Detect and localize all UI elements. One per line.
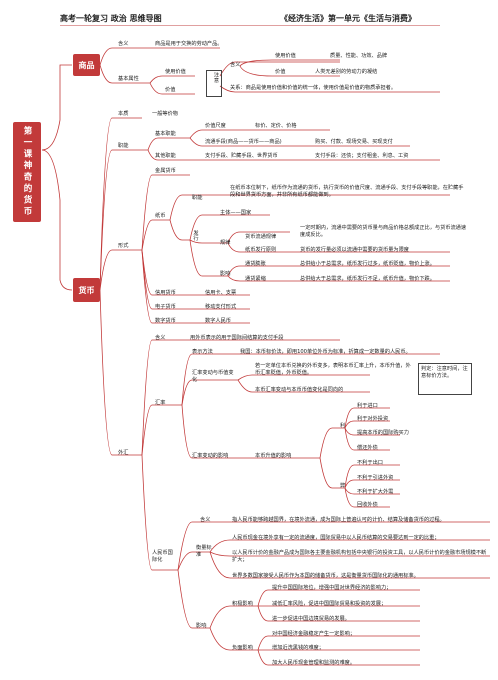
paper-functions-key: 职能 xyxy=(192,195,203,201)
judge-box: 判定：注意时间，注意标价方法。 xyxy=(418,363,472,395)
negative-key: 负面影响 xyxy=(232,645,253,651)
note-box: 注意 xyxy=(206,70,222,97)
basic-functions-key: 基本职能 xyxy=(155,131,176,137)
v-meaning: 人类无差别的劳动力的凝结 xyxy=(315,69,378,75)
forex-meaning-key: 含义 xyxy=(155,335,166,341)
functions-key: 职能 xyxy=(118,143,129,149)
value-label: 价值 xyxy=(165,87,176,93)
measure-text: 价值尺度 xyxy=(205,123,226,129)
impact-key: 影响 xyxy=(220,271,231,277)
harm-key: 弊 xyxy=(340,483,346,489)
deflation-text: 总供给大于总需求，纸币发行不足，纸币升值，物价下跌。 xyxy=(300,276,435,282)
credit-money: 信用货币 xyxy=(155,290,176,296)
credit-money-text: 信用卡、支票 xyxy=(205,290,237,296)
positive-3: 进一步促进中国边境贸易的发展。 xyxy=(272,616,350,622)
uv-meaning-label: 使用价值 xyxy=(275,53,296,59)
law-text1: 一定时期内，流通中需要的货币量与商品价格总额成正比，与货币流通速度成反比。 xyxy=(300,225,467,238)
law-key: 规律 xyxy=(220,240,231,246)
e-money-text: 移动支付形式 xyxy=(205,304,237,310)
pay-means-text: 支付手段：还债；支付租金、利息、工资 xyxy=(315,153,409,159)
circulation-text: 流通手段(商品——货币——商品) xyxy=(205,139,282,145)
change-text2: 本币汇率变动与本币币值变化是同向的 xyxy=(255,387,344,393)
harm-3: 不利于扩大外需 xyxy=(357,489,394,495)
harm-1: 不利于出口 xyxy=(357,460,383,466)
impact-rate-key: 汇率变动的影响 xyxy=(192,453,229,459)
deflation-label: 通货紧缩 xyxy=(245,276,266,282)
positive-2: 减低汇率风险，促进中国国际贸易和投资的发展； xyxy=(272,601,387,607)
rmb-meaning: 指人民币能够跨越国界，在境外流通，成为国际上普遍认可的计价、结算及储备货币的过程… xyxy=(232,517,445,523)
digital-money: 数字货币 xyxy=(155,318,176,324)
benefit-key: 利 xyxy=(340,423,346,429)
relation-text: 关系：商品是使用价值和价值的统一体，使用价值是价值的物质承担者。 xyxy=(230,85,397,91)
metal-money: 金属货币 xyxy=(155,168,176,174)
forms-key: 形式 xyxy=(118,243,129,249)
digital-money-text: 数字人民币 xyxy=(205,318,231,324)
positive-key: 积极影响 xyxy=(232,601,253,607)
essence-text: 一般等价物 xyxy=(152,111,178,117)
meaning2-key: 含义 xyxy=(230,62,241,68)
commodity-meaning-key: 含义 xyxy=(118,41,129,47)
positive-1: 提升中国国际地位，增强中国对世界经济的影响力； xyxy=(272,585,392,591)
rmb-effect-key: 影响 xyxy=(196,623,207,629)
commodity-attr-key: 基本属性 xyxy=(118,76,139,82)
benefit-2: 利于对外投资 xyxy=(357,416,389,422)
rmb-key: 人民币国际化 xyxy=(152,550,173,563)
e-money: 电子货币 xyxy=(155,304,176,310)
law-sub1: 货币流通规律 xyxy=(245,234,277,240)
v-meaning-label: 价值 xyxy=(275,69,286,75)
use-value-label: 使用价值 xyxy=(165,69,186,75)
measure-std-2: 以人民币计价的金融产品成为国际各主要金融机构包括中央银行的投资工具，以人民币计价… xyxy=(232,550,487,563)
law-sub2: 纸币发行原则 xyxy=(245,247,277,253)
rate-key: 汇率 xyxy=(155,400,166,406)
negative-3: 加大人民币现金管理和监测的难度。 xyxy=(272,660,356,666)
root-node-title: 第一课神奇的货币 xyxy=(13,122,41,222)
negative-1: 对中国经济金融稳定产生一定影响； xyxy=(272,631,356,637)
impact-rate-sub: 本币升值的影响 xyxy=(255,453,292,459)
commodity-meaning: 商品是用于交换的劳动产品。 xyxy=(155,41,223,47)
paper-functions-text: 在纸币本位制下，纸币作为流通的货币，执行货币的价值尺度、流通手段、支付手段等职能… xyxy=(230,185,464,198)
inflation-text: 总供给小于总需求，纸币发行过多，纸币贬值，物价上涨。 xyxy=(300,261,435,267)
benefit-3: 提高本币的国际购买力 xyxy=(357,430,409,436)
expression-key: 表示方法 xyxy=(192,349,213,355)
essence-key: 本质 xyxy=(118,111,129,117)
benefit-4: 偿还外债 xyxy=(357,445,378,451)
issue-key: 发行 xyxy=(192,230,199,241)
paper-money: 纸币 xyxy=(155,213,166,219)
benefit-1: 利于进口 xyxy=(357,403,378,409)
header-left: 高考一轮复习 政治 思维导图 xyxy=(60,14,162,23)
harm-2: 不利于引进外资 xyxy=(357,475,394,481)
forex-meaning: 用外币表示的用于国际间结算的支付手段 xyxy=(190,335,284,341)
forex-key: 外汇 xyxy=(118,450,129,456)
circulation-sub: 购买、付款、现场交易、买现支付 xyxy=(315,139,393,145)
money-node: 货币 xyxy=(73,278,100,302)
change-text1: 若一定单位本币兑换的外币变多，表明本币汇率上升，本币升值，外币汇率贬值，外币贬值… xyxy=(255,363,411,376)
measure-sub: 标价、定价、价格 xyxy=(255,123,297,129)
measure-std-1: 人民币现金在境外享有一定的流通度，国际贸易中以人民币结算的交易要达到一定的比重； xyxy=(232,535,440,541)
rmb-meaning-key: 含义 xyxy=(200,517,211,523)
law-text2: 货币的发行量必须以流通中需要的货币量为限度 xyxy=(300,247,409,253)
measure-std-3: 世界多数国家接受人民币作为本国的储备货币，这是衡量货币国际化的通用标准。 xyxy=(232,573,419,579)
header-divider xyxy=(60,25,440,26)
commodity-node: 商品 xyxy=(73,54,100,76)
measure-std-key: 衡量标准 xyxy=(196,545,212,558)
expression-text: 我国：本币标价法，即用100单位外币为标准，折算成一定数量的人民币。 xyxy=(240,349,411,355)
negative-2: 增加近洗黑钱的难度； xyxy=(272,645,324,651)
other-functions-key: 其他职能 xyxy=(155,153,176,159)
other-functions: 支付手段、贮藏手段、世界货币 xyxy=(205,153,278,159)
header-right: 《经济生活》第一单元《生活与消费》 xyxy=(280,14,416,23)
uv-meaning: 质量、性能、功效、品牌 xyxy=(330,53,388,59)
change-key: 汇率变动与币值变化 xyxy=(192,370,234,383)
inflation-label: 通货膨胀 xyxy=(245,261,266,267)
issue-subject: 主体——国家 xyxy=(220,210,252,216)
harm-4: 回收外债 xyxy=(357,502,378,508)
